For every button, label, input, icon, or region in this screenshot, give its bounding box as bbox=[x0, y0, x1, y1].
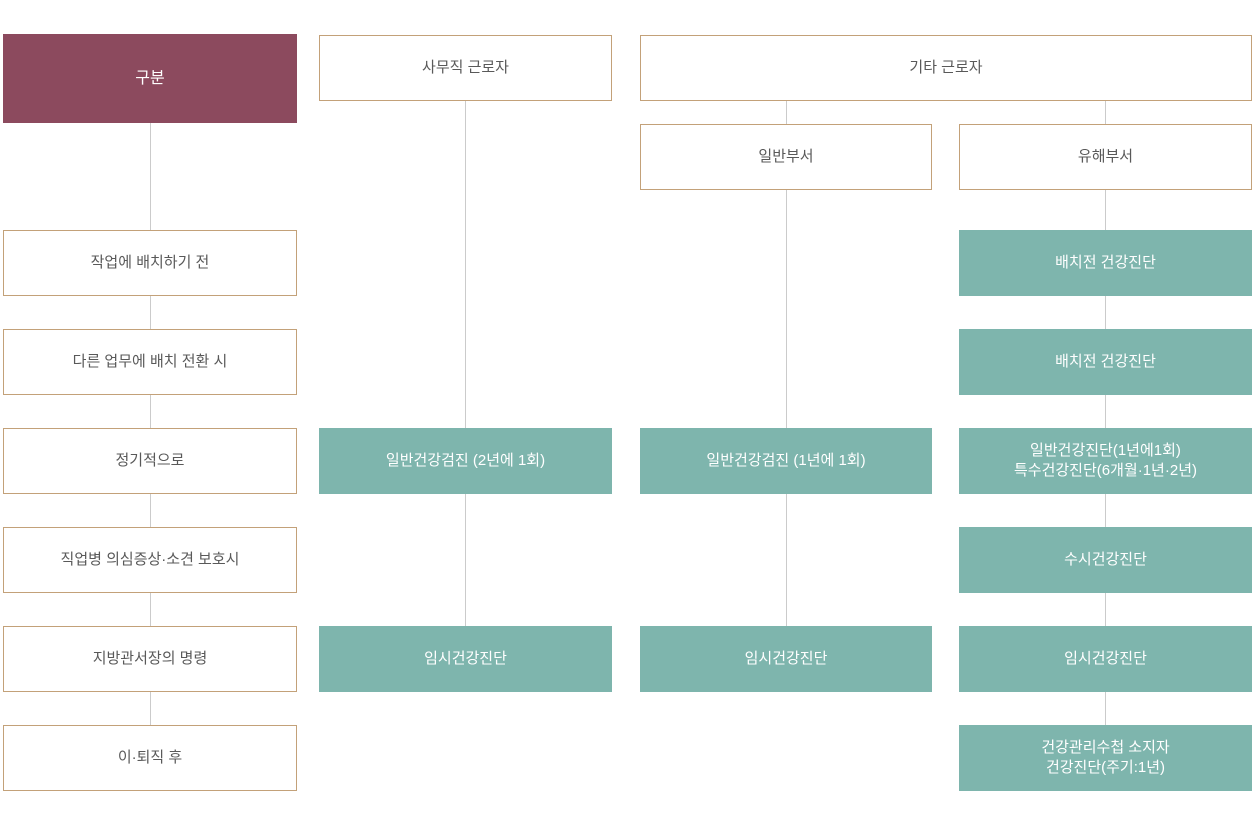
connector-line bbox=[150, 123, 151, 230]
connector-line bbox=[150, 296, 151, 329]
timing-label-periodic: 정기적으로 bbox=[115, 451, 185, 469]
connector-line bbox=[465, 494, 466, 626]
header-office-worker-box: 사무직 근로자 bbox=[319, 35, 612, 101]
hazard-pre-transfer-exam-box: 배치전 건강진단 bbox=[959, 329, 1252, 395]
connector-line bbox=[150, 494, 151, 527]
connector-line bbox=[1105, 395, 1106, 428]
header-other-worker-label: 기타 근로자 bbox=[909, 58, 983, 76]
header-office-worker-label: 사무직 근로자 bbox=[422, 58, 509, 76]
connector-line bbox=[150, 593, 151, 626]
general-periodic-exam-box: 일반건강검진 (1년에 1회) bbox=[640, 428, 932, 494]
header-general-dept-box: 일반부서 bbox=[640, 124, 932, 190]
general-temporary-exam-label: 임시건강진단 bbox=[744, 649, 828, 667]
connector-line bbox=[465, 101, 466, 428]
timing-label-after-retirement: 이·퇴직 후 bbox=[117, 748, 183, 766]
general-temporary-exam-box: 임시건강진단 bbox=[640, 626, 932, 692]
hazard-occasional-exam-label: 수시건강진단 bbox=[1064, 550, 1147, 568]
header-hazardous-dept-box: 유해부서 bbox=[959, 124, 1252, 190]
timing-label-pre-placement: 작업에 배치하기 전 bbox=[90, 253, 210, 271]
hazard-periodic-exam-label: 일반건강진단(1년에1회) 특수건강진단(6개월·1년·2년) bbox=[1013, 441, 1197, 479]
header-category-box: 구분 bbox=[3, 34, 297, 123]
timing-label-transfer: 다른 업무에 배치 전환 시 bbox=[72, 352, 228, 370]
connector-line bbox=[786, 190, 787, 428]
header-other-worker-box: 기타 근로자 bbox=[640, 35, 1252, 101]
timing-box-transfer: 다른 업무에 배치 전환 시 bbox=[3, 329, 297, 395]
connector-line bbox=[1105, 494, 1106, 527]
hazard-pre-placement-exam-label: 배치전 건강진단 bbox=[1055, 253, 1156, 271]
hazard-temporary-exam-label: 임시건강진단 bbox=[1064, 649, 1147, 667]
connector-line bbox=[150, 692, 151, 725]
header-hazardous-dept-label: 유해부서 bbox=[1077, 147, 1134, 165]
connector-line bbox=[150, 395, 151, 428]
hazard-handbook-exam-label: 건강관리수첩 소지자 건강진단(주기:1년) bbox=[1041, 738, 1170, 776]
hazard-handbook-exam-box: 건강관리수첩 소지자 건강진단(주기:1년) bbox=[959, 725, 1252, 791]
hazard-pre-transfer-exam-label: 배치전 건강진단 bbox=[1055, 352, 1156, 370]
general-periodic-exam-label: 일반건강검진 (1년에 1회) bbox=[706, 451, 866, 469]
timing-box-pre-placement: 작업에 배치하기 전 bbox=[3, 230, 297, 296]
hazard-periodic-exam-box: 일반건강진단(1년에1회) 특수건강진단(6개월·1년·2년) bbox=[959, 428, 1252, 494]
timing-box-after-retirement: 이·퇴직 후 bbox=[3, 725, 297, 791]
timing-label-suspected-disease: 직업병 의심증상·소견 보호시 bbox=[60, 550, 240, 568]
timing-box-suspected-disease: 직업병 의심증상·소견 보호시 bbox=[3, 527, 297, 593]
office-temporary-exam-box: 임시건강진단 bbox=[319, 626, 612, 692]
timing-box-periodic: 정기적으로 bbox=[3, 428, 297, 494]
connector-line bbox=[1105, 101, 1106, 124]
connector-line bbox=[1105, 190, 1106, 230]
header-category-label: 구분 bbox=[135, 69, 165, 87]
timing-label-agency-order: 지방관서장의 명령 bbox=[92, 649, 208, 667]
connector-line bbox=[1105, 593, 1106, 626]
office-temporary-exam-label: 임시건강진단 bbox=[424, 649, 507, 667]
connector-line bbox=[1105, 692, 1106, 725]
header-general-dept-label: 일반부서 bbox=[758, 147, 814, 165]
office-periodic-exam-box: 일반건강검진 (2년에 1회) bbox=[319, 428, 612, 494]
office-periodic-exam-label: 일반건강검진 (2년에 1회) bbox=[385, 451, 546, 469]
hazard-pre-placement-exam-box: 배치전 건강진단 bbox=[959, 230, 1252, 296]
connector-line bbox=[786, 494, 787, 626]
connector-line bbox=[1105, 296, 1106, 329]
timing-box-agency-order: 지방관서장의 명령 bbox=[3, 626, 297, 692]
hazard-temporary-exam-box: 임시건강진단 bbox=[959, 626, 1252, 692]
hazard-occasional-exam-box: 수시건강진단 bbox=[959, 527, 1252, 593]
connector-line bbox=[786, 101, 787, 124]
